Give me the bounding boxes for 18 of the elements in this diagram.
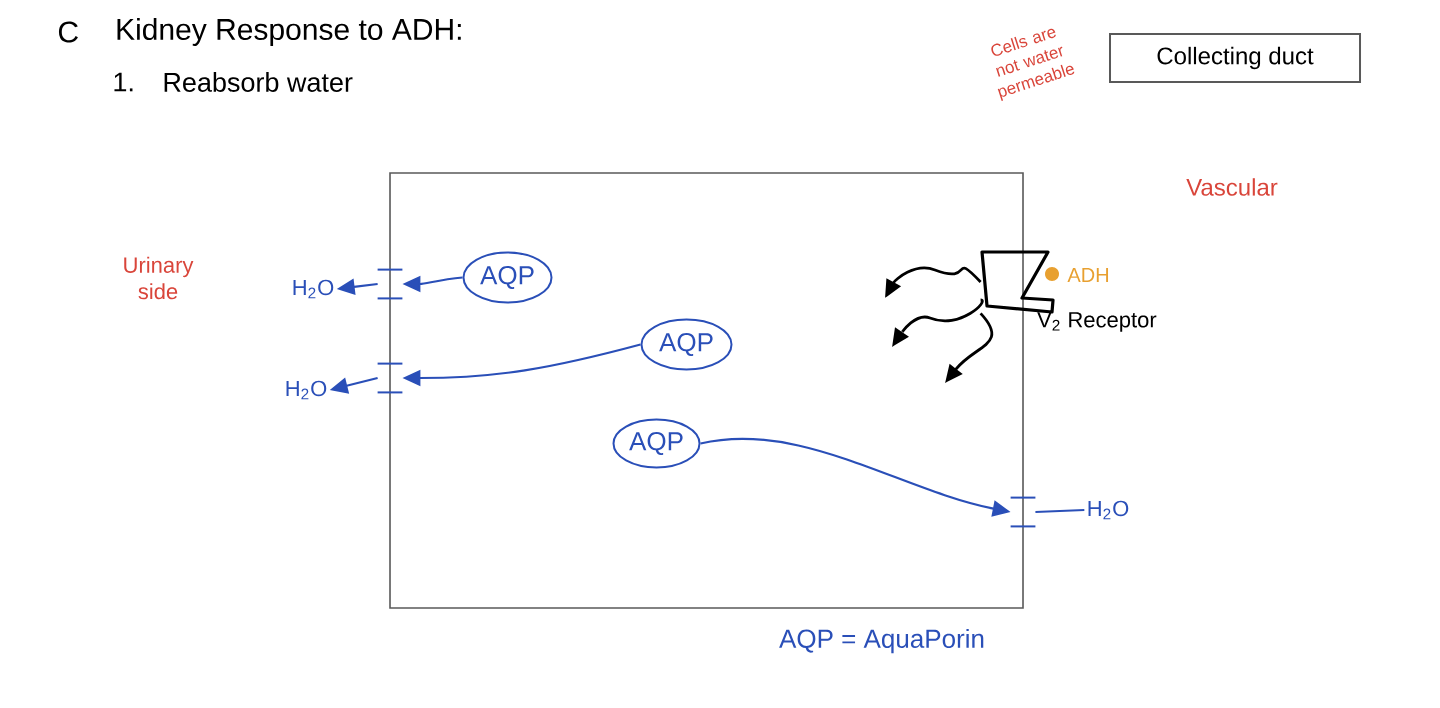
receptor-label: V$_{2}$ Receptor (1037, 312, 1157, 332)
channel-symbol (376, 268, 404, 300)
side-label: Urinary side (124, 256, 194, 300)
key-note: AQP = AquaPorin (779, 628, 984, 654)
water-label: H$_{2}$O (286, 380, 327, 400)
hormone-dot-label: ADH (1045, 267, 1108, 282)
channel-symbol (1009, 496, 1037, 528)
labeled-box: Collecting duct (1109, 33, 1361, 83)
list-item: Reabsorb water (164, 72, 353, 92)
title: Kidney Response to ADH: (117, 18, 461, 46)
cell-box (389, 172, 1024, 609)
water-label: H$_{2}$O (1088, 500, 1129, 520)
side-label: Vascular (1186, 178, 1278, 196)
section-letter: C (58, 21, 78, 43)
water-label: H$_{2}$O (293, 279, 334, 299)
receptor-drawing (980, 250, 1055, 314)
list-number: 1. (114, 72, 133, 92)
channel-symbol (376, 362, 404, 394)
